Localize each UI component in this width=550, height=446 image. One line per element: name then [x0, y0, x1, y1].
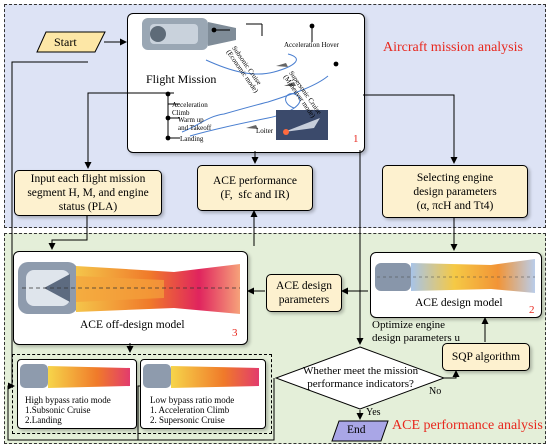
offdesign-number: 3: [232, 327, 238, 339]
phase-acc-hover-label: Acceleration Hover: [284, 41, 339, 49]
flight-mission-number: 1: [353, 133, 359, 145]
ace-performance-title: ACE performance analysis: [392, 418, 543, 433]
flight-mission-box: [127, 13, 365, 153]
low-bypass-mode-box: [140, 359, 266, 429]
optimize-label: Optimize engine design parameters u: [372, 319, 460, 344]
end-shape: [331, 420, 389, 442]
high-bypass-item-2: 2.Landing: [25, 415, 62, 425]
high-bypass-mode-box: [17, 359, 137, 429]
phase-acc-climb-label: Acceleration Climb: [172, 101, 208, 117]
ace-offdesign-model-box: [13, 251, 248, 345]
phase-landing-label: Landing: [180, 135, 204, 143]
aircraft-mission-title: Aircraft mission analysis: [383, 40, 523, 55]
no-label: No: [429, 386, 442, 397]
design-engine-drawing: [375, 259, 535, 293]
low-bypass-item-1: 1. Acceleration Climb: [150, 405, 230, 415]
selecting-parameters-box: Selecting engine design parameters (α, π…: [382, 165, 528, 218]
high-bypass-title: High bypass ratio mode: [25, 395, 111, 405]
phase-loiter-label: Loiter: [256, 127, 274, 135]
phase-warmup-label: Warm up and Takeoff: [178, 116, 212, 132]
decision-diamond: [275, 346, 445, 410]
input-mission-box: Input each flight mission segment H, M, …: [14, 170, 162, 216]
decision-label: Whether meet the mission performance ind…: [303, 365, 419, 390]
ace-design-parameters-box: ACE design parameters: [266, 274, 342, 312]
start-label: Start: [54, 35, 77, 49]
high-bypass-item-1: 1.Subsonic Cruise: [25, 405, 91, 415]
low-bypass-title: Low bypass ratio mode: [150, 395, 235, 405]
offdesign-engine-drawing: [18, 262, 240, 314]
ace-performance-box: ACE performance (F, sfc and IR): [197, 165, 313, 211]
design-caption: ACE design model: [415, 297, 503, 309]
flight-mission-title: Flight Mission: [146, 72, 217, 86]
design-number: 2: [529, 304, 535, 316]
end-label: End: [347, 424, 366, 436]
offdesign-caption: ACE off-design model: [80, 319, 185, 331]
mode-panel: [12, 354, 272, 434]
yes-label: Yes: [366, 407, 381, 418]
low-bypass-engine-image: [143, 364, 259, 388]
ace-design-model-box: [370, 252, 542, 318]
high-bypass-engine-image: [20, 364, 130, 388]
sqp-algorithm-box: SQP algorithm: [442, 343, 530, 371]
start-shape: [36, 31, 106, 53]
flight-mission-drawing: [142, 18, 339, 141]
low-bypass-item-2: 2. Supersonic Cruise: [150, 415, 225, 425]
